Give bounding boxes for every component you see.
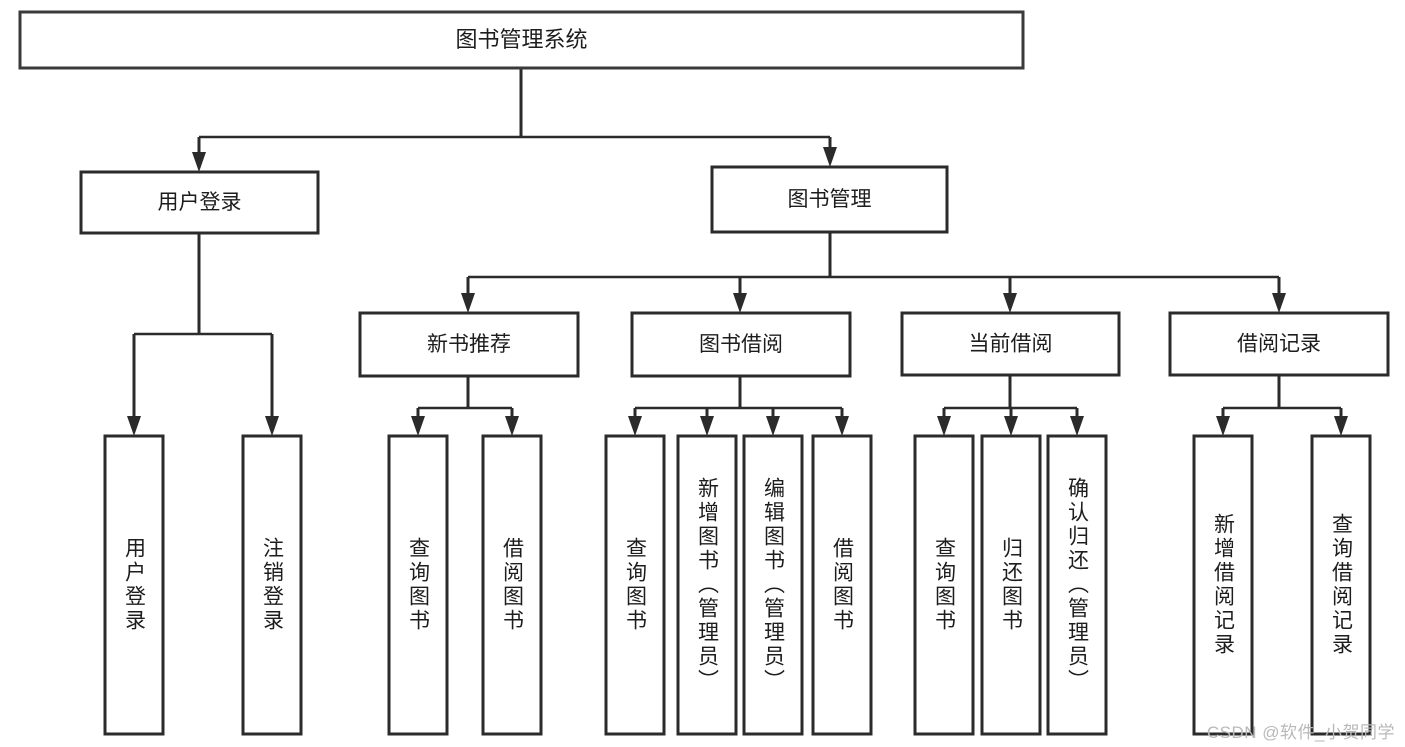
node-leaf-leaf-add-book-admin[interactable] [676,434,738,736]
node-box [481,434,543,736]
node-leaf-leaf-logout[interactable] [241,434,303,736]
node-box [241,434,303,736]
node-leaf-leaf-user-login[interactable] [103,434,165,736]
node-box [18,10,1025,70]
node-leaf-leaf-query-book-rec[interactable] [387,434,449,736]
node-box [913,434,975,736]
node-l3-current-borrow[interactable]: 当前借阅 [900,311,1121,377]
arrow-head-icon [1004,416,1018,436]
node-leaf-leaf-borrow-book-rec[interactable] [481,434,543,736]
node-box [79,170,320,235]
node-box [103,434,165,736]
node-box [710,165,949,234]
arrow-head-icon [835,416,849,436]
node-leaf-leaf-query-book-borrow[interactable] [604,434,666,736]
node-box [1310,434,1372,736]
node-leaf-leaf-confirm-return-admin[interactable] [1046,434,1108,736]
node-box [604,434,666,736]
arrow-head-icon [505,416,519,436]
node-leaf-leaf-borrow-book[interactable] [811,434,873,736]
node-l3-borrow-record[interactable]: 借阅记录 [1168,311,1390,377]
arrow-head-icon [1334,416,1348,436]
arrow-head-icon [733,293,747,313]
node-label: 图书借阅 [699,333,783,356]
arrow-head-icon [127,416,141,436]
arrow-head-icon [1070,416,1084,436]
arrow-head-icon [628,416,642,436]
arrow-head-icon [192,152,206,172]
arrow-head-icon [823,147,837,167]
arrow-head-icon [700,416,714,436]
node-label: 图书管理 [788,188,872,211]
arrow-head-icon [265,416,279,436]
node-box [980,434,1042,736]
node-box [1192,434,1254,736]
node-leaf-leaf-add-borrow-record[interactable] [1192,434,1254,736]
node-box [630,311,852,378]
arrow-head-icon [937,416,951,436]
node-label: 图书管理系统 [455,27,587,52]
node-box [358,311,580,378]
node-label: 用户登录 [158,191,242,214]
node-box [387,434,449,736]
node-label: 新书推荐 [427,333,511,356]
node-box [676,434,738,736]
node-label: 借阅记录 [1237,333,1321,356]
arrow-head-icon [766,416,780,436]
arrow-head-icon [411,416,425,436]
arrow-head-icon [461,293,475,313]
node-box [1168,311,1390,377]
node-label: 当前借阅 [969,333,1053,356]
node-box [900,311,1121,377]
node-box [1046,434,1108,736]
arrow-head-icon [1216,416,1230,436]
node-root-root[interactable]: 图书管理系统 [18,10,1025,70]
arrow-head-icon [1003,293,1017,313]
connectors-layer [127,68,1348,436]
node-leaf-leaf-query-borrow-record[interactable] [1310,434,1372,736]
csdn-watermark: CSDN @软件_小贺同学 [1206,723,1395,742]
node-leaf-leaf-return-book[interactable] [980,434,1042,736]
arrow-head-icon [1272,293,1286,313]
node-l3-new-book-rec[interactable]: 新书推荐 [358,311,580,378]
node-box [742,434,804,736]
node-leaf-leaf-query-book-current[interactable] [913,434,975,736]
node-leaf-leaf-edit-book-admin[interactable] [742,434,804,736]
node-l2-book-manage[interactable]: 图书管理 [710,165,949,234]
node-l3-book-borrow[interactable]: 图书借阅 [630,311,852,378]
node-box [811,434,873,736]
node-l2-user-login[interactable]: 用户登录 [79,170,320,235]
